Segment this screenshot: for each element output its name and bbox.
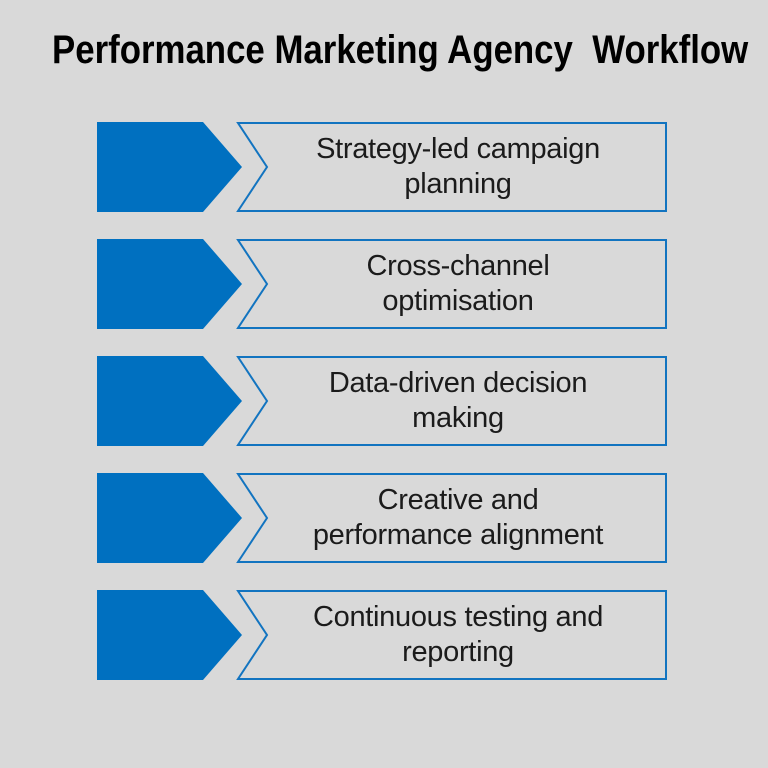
step-label: Creative and performance alignment [312, 484, 604, 551]
workflow-step-4: Creative and performance alignment [0, 472, 768, 564]
step-label: Continuous testing and reporting [312, 601, 604, 668]
step-banner-shape [236, 122, 667, 212]
arrow-right-icon [97, 356, 242, 446]
step-shapes [97, 356, 667, 446]
workflow-step-5: Continuous testing and reporting [0, 589, 768, 681]
arrow-right-icon [97, 239, 242, 329]
arrow-right-icon [97, 473, 242, 563]
step-label: Strategy-led campaign planning [316, 133, 600, 200]
step-shapes [97, 239, 667, 329]
workflow-step-3: Data-driven decision making [0, 355, 768, 447]
step-shapes [97, 122, 667, 212]
step-banner-shape [236, 356, 667, 446]
step-banner-shape [236, 473, 667, 563]
step-shapes [97, 473, 667, 563]
arrow-right-icon [97, 122, 242, 212]
page-title-text: Performance Marketing Agency Workflow [52, 28, 749, 72]
workflow-step-2: Cross-channel optimisation [0, 238, 768, 330]
step-label: Cross-channel optimisation [366, 250, 550, 317]
step-banner-shape [236, 239, 667, 329]
page-title: Performance Marketing Agency Workflow [0, 24, 768, 76]
arrow-right-icon [97, 590, 242, 680]
step-label: Data-driven decision making [328, 367, 588, 434]
step-shapes [97, 590, 667, 680]
workflow-step-1: Strategy-led campaign planning [0, 121, 768, 213]
step-banner-shape [236, 590, 667, 680]
